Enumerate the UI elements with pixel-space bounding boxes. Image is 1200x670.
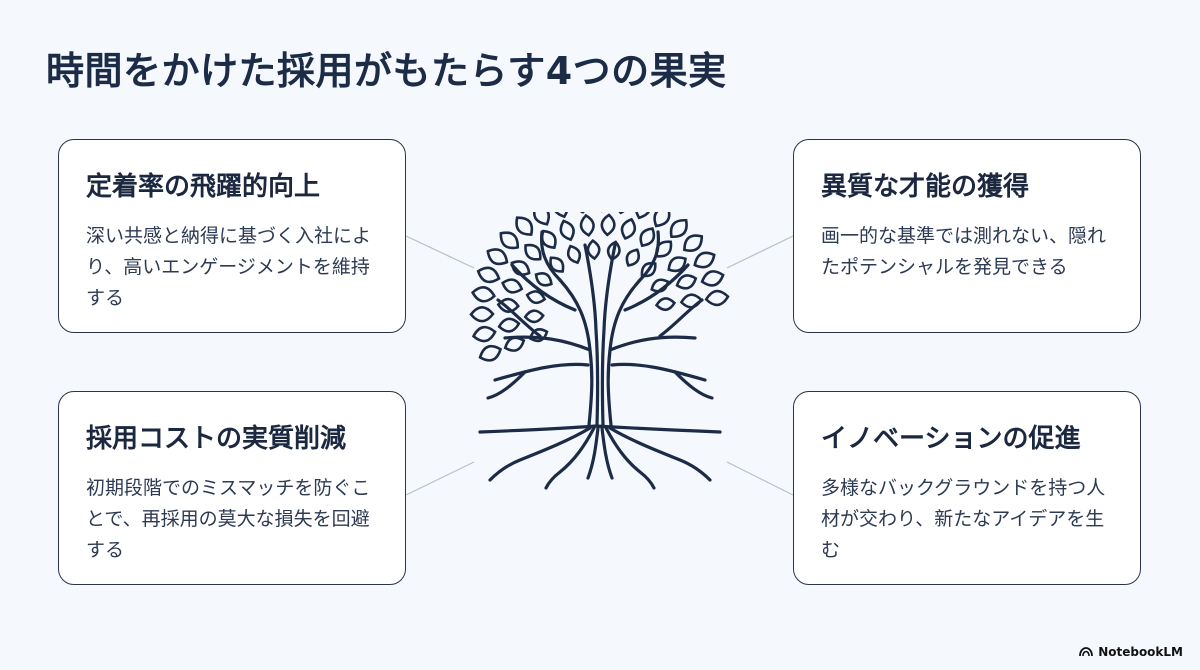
leaf	[478, 344, 503, 362]
leaf	[501, 278, 524, 294]
leaf	[704, 289, 730, 307]
leaf	[650, 278, 670, 293]
leaf	[471, 325, 497, 343]
leaf	[549, 256, 565, 273]
connector-line-br	[726, 461, 794, 496]
page-title: 時間をかけた採用がもたらす4つの果実	[46, 49, 727, 93]
leaf	[528, 328, 549, 343]
leaf	[510, 260, 531, 276]
leaf	[625, 248, 641, 267]
leaf	[497, 317, 521, 333]
connector-line-bl	[405, 461, 475, 496]
leaf	[524, 243, 542, 261]
leaf	[634, 212, 652, 220]
leaf	[693, 251, 716, 269]
leaf	[566, 244, 582, 265]
leaf	[469, 305, 495, 323]
leaf	[496, 297, 520, 313]
leaf	[515, 216, 534, 236]
leaf	[534, 272, 553, 287]
leaf	[525, 290, 547, 305]
leaf	[486, 248, 509, 266]
connector-line-tr	[726, 235, 794, 269]
card-heading: 異質な才能の獲得	[821, 172, 1030, 202]
connector-line-tl	[405, 235, 475, 269]
leaf	[499, 231, 520, 250]
card-cost-reduction: 採用コストの実質削減 初期段階でのミスマッチを防ぐことで、再採用の莫大な損失を回…	[58, 391, 406, 585]
card-retention: 定着率の飛躍的向上 深い共感と納得に基づく入社により、高いエンゲージメントを維持…	[58, 139, 406, 333]
leaf	[700, 270, 725, 287]
card-body: 多様なバックグラウンドを持つ人材が交わり、新たなアイデアを生む	[821, 477, 1106, 561]
leaf	[606, 240, 621, 262]
leaf	[679, 293, 703, 309]
leaf	[654, 297, 677, 312]
leaf	[470, 286, 497, 303]
leaf	[675, 274, 698, 290]
brand-watermark: NotebookLM	[1079, 645, 1183, 659]
card-diverse-talent: 異質な才能の獲得 画一的な基準では測れない、隠れたポテンシャルを発見できる	[793, 139, 1141, 333]
card-heading: イノベーションの促進	[821, 424, 1081, 454]
leaf	[614, 212, 632, 215]
leaf	[653, 212, 671, 228]
card-heading: 採用コストの実質削減	[86, 424, 347, 454]
notebooklm-logo-icon	[1079, 647, 1094, 657]
card-innovation: イノベーションの促進 多様なバックグラウンドを持つ人材が交わり、新たなアイデアを…	[793, 391, 1141, 585]
leaf	[579, 213, 595, 237]
leaf	[640, 261, 657, 278]
leaf	[667, 256, 687, 273]
leaf	[503, 336, 526, 352]
leaf	[586, 238, 601, 261]
leaf	[639, 227, 656, 248]
leaf	[540, 229, 557, 250]
leaf	[572, 212, 590, 214]
card-heading: 定着率の飛躍的向上	[86, 172, 321, 202]
card-body: 初期段階でのミスマッチを防ぐことで、再採用の莫大な損失を回避する	[86, 477, 371, 561]
leaf	[523, 309, 545, 324]
leaf	[669, 219, 688, 238]
brand-label: NotebookLM	[1098, 645, 1183, 659]
tree-icon	[469, 212, 730, 490]
leaf	[559, 219, 575, 242]
leaf	[683, 234, 704, 252]
leaf	[600, 213, 616, 237]
card-body: 画一的な基準では測れない、隠れたポテンシャルを発見できる	[821, 225, 1107, 278]
leaf	[476, 266, 501, 284]
leaf	[532, 212, 551, 226]
leaf	[552, 212, 569, 219]
leaf	[655, 240, 673, 258]
card-body: 深い共感と納得に基づく入社により、高いエンゲージメントを維持する	[86, 225, 372, 309]
leaf	[620, 217, 637, 240]
